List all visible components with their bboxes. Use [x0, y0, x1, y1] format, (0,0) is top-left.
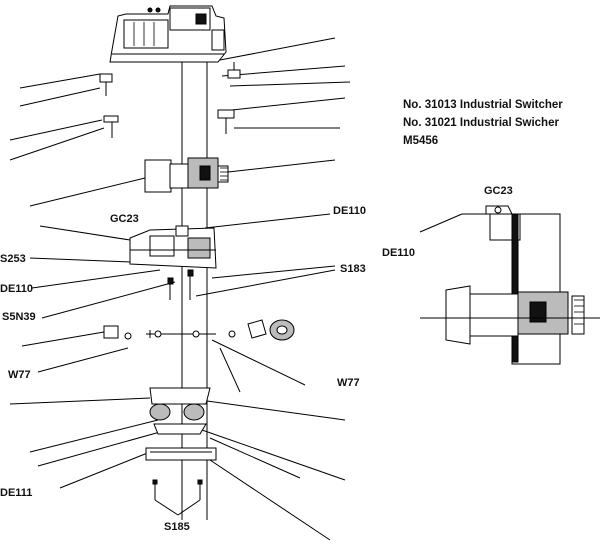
step-parts: [99, 62, 241, 138]
label-w77-left: W77: [8, 369, 31, 381]
right-leader-lines: [195, 37, 351, 541]
screw-parts: [167, 269, 194, 300]
label-de110-lower: DE110: [0, 283, 33, 295]
locomotive-body-shell: [109, 5, 227, 63]
header-line-2: No. 31021 Industrial Swicher: [403, 117, 559, 129]
label-w77-right: W77: [337, 377, 360, 389]
truck-assembly: [149, 387, 211, 435]
label-gc23-detail: GC23: [484, 185, 513, 197]
label-s5n39: S5N39: [2, 311, 36, 323]
axle-bar: [146, 330, 216, 338]
header-line-1: No. 31013 Industrial Switcher: [403, 99, 563, 111]
label-s183: S183: [340, 263, 366, 275]
motor-assembly: [144, 157, 229, 193]
header-line-3: M5456: [403, 135, 438, 147]
label-de111: DE111: [0, 487, 32, 499]
bottom-screws: [152, 479, 203, 516]
chassis-frame: [129, 225, 217, 269]
label-s185: S185: [164, 521, 190, 533]
label-s253: S253: [0, 253, 26, 265]
detail-inset: [419, 205, 600, 365]
center-guide-lines: [181, 60, 208, 520]
label-gc23-main: GC23: [110, 213, 139, 225]
bottom-plate: [145, 447, 217, 461]
label-de110-detail: DE110: [382, 247, 415, 259]
label-de110-upper: DE110: [333, 205, 366, 217]
left-leader-lines: [9, 73, 176, 489]
side-small-parts: [103, 319, 295, 341]
